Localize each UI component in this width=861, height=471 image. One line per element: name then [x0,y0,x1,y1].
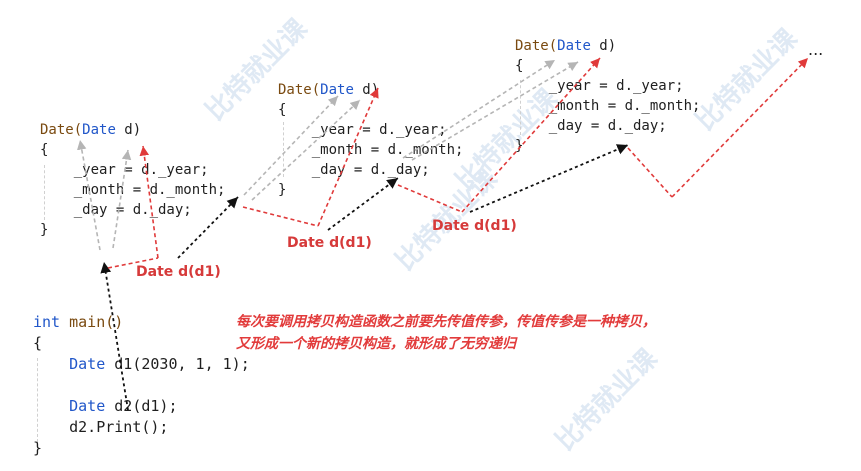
continuation-ellipsis: ... [808,40,824,59]
main-function-block: int main() { Date d1(2030, 1, 1); Date d… [33,312,250,459]
ctor-line-year: _year = d._year; [548,78,684,94]
param-arrow-2a [242,206,319,227]
ctor-signature: Date(Date d) [40,122,142,138]
ctor-close-brace: } [515,138,524,154]
ctor-open-brace: { [278,102,287,118]
ctor-line-year: _year = d._year; [73,162,209,178]
ctor-line-day: _day = d._day; [311,162,430,178]
return-arrow-1b [112,149,132,249]
print-call: d2.Print(); [69,418,169,436]
ctor-signature: Date(Date d) [515,38,617,54]
return-arrow-1a [76,139,101,251]
return-arrow-2a [243,95,339,196]
note-line-1: 每次要调用拷贝构造函数之前要先传值传参，传值传参是一种拷贝， [236,314,656,330]
param-arrow-3b [461,57,601,213]
ctor-line-month: _month = d._month; [548,98,701,114]
call-label-3: Date d(d1) [432,218,517,234]
forward-call-arrows [100,144,629,411]
param-arrow-4b [671,57,809,198]
call-arrow-1 [177,196,239,259]
decl-d2: Date d2(d1); [69,397,178,415]
call-arrow-3 [469,144,629,213]
indent-guide-main [37,358,38,442]
ctor-line-year: _year = d._year; [311,122,447,138]
param-arrow-4a [627,147,673,198]
decl-d1: Date d1(2030, 1, 1); [69,355,250,373]
copy-ctor-block-1: Date(Date d) { _year = d._year; _month =… [40,120,225,240]
call-arrow-2 [327,177,399,231]
ctor-line-day: _day = d._day; [548,118,667,134]
indent-guide-ctor2 [283,122,284,177]
indent-guide-ctor1 [44,165,45,220]
ctor-line-month: _month = d._month; [73,182,226,198]
ctor-close-brace: } [278,182,287,198]
param-arrow-1b [139,145,159,259]
main-signature: int main() [33,313,124,331]
ctor-open-brace: { [40,142,49,158]
call-arrow-main [100,261,129,411]
indent-guide-ctor3 [520,80,521,135]
call-label-2: Date d(d1) [287,235,372,251]
copy-ctor-block-3: Date(Date d) { _year = d._year; _month =… [515,36,700,156]
main-close-brace: } [33,439,43,457]
return-arrows [76,59,579,251]
call-label-1: Date d(d1) [136,264,221,280]
recursion-note: 每次要调用拷贝构造函数之前要先传值传参，传值传参是一种拷贝， 又形成一个新的拷贝… [236,289,656,355]
return-arrow-3a [402,59,556,159]
ctor-open-brace: { [515,58,524,74]
main-open-brace: { [33,334,43,352]
ctor-close-brace: } [40,222,49,238]
return-arrow-2b [251,99,361,201]
note-line-2: 又形成一个新的拷贝构造，就形成了无穷递归 [236,336,516,352]
param-arrow-3a [397,184,463,213]
ctor-line-day: _day = d._day; [73,202,192,218]
param-arrow-1a [107,257,159,269]
param-copy-arrows [107,57,809,269]
